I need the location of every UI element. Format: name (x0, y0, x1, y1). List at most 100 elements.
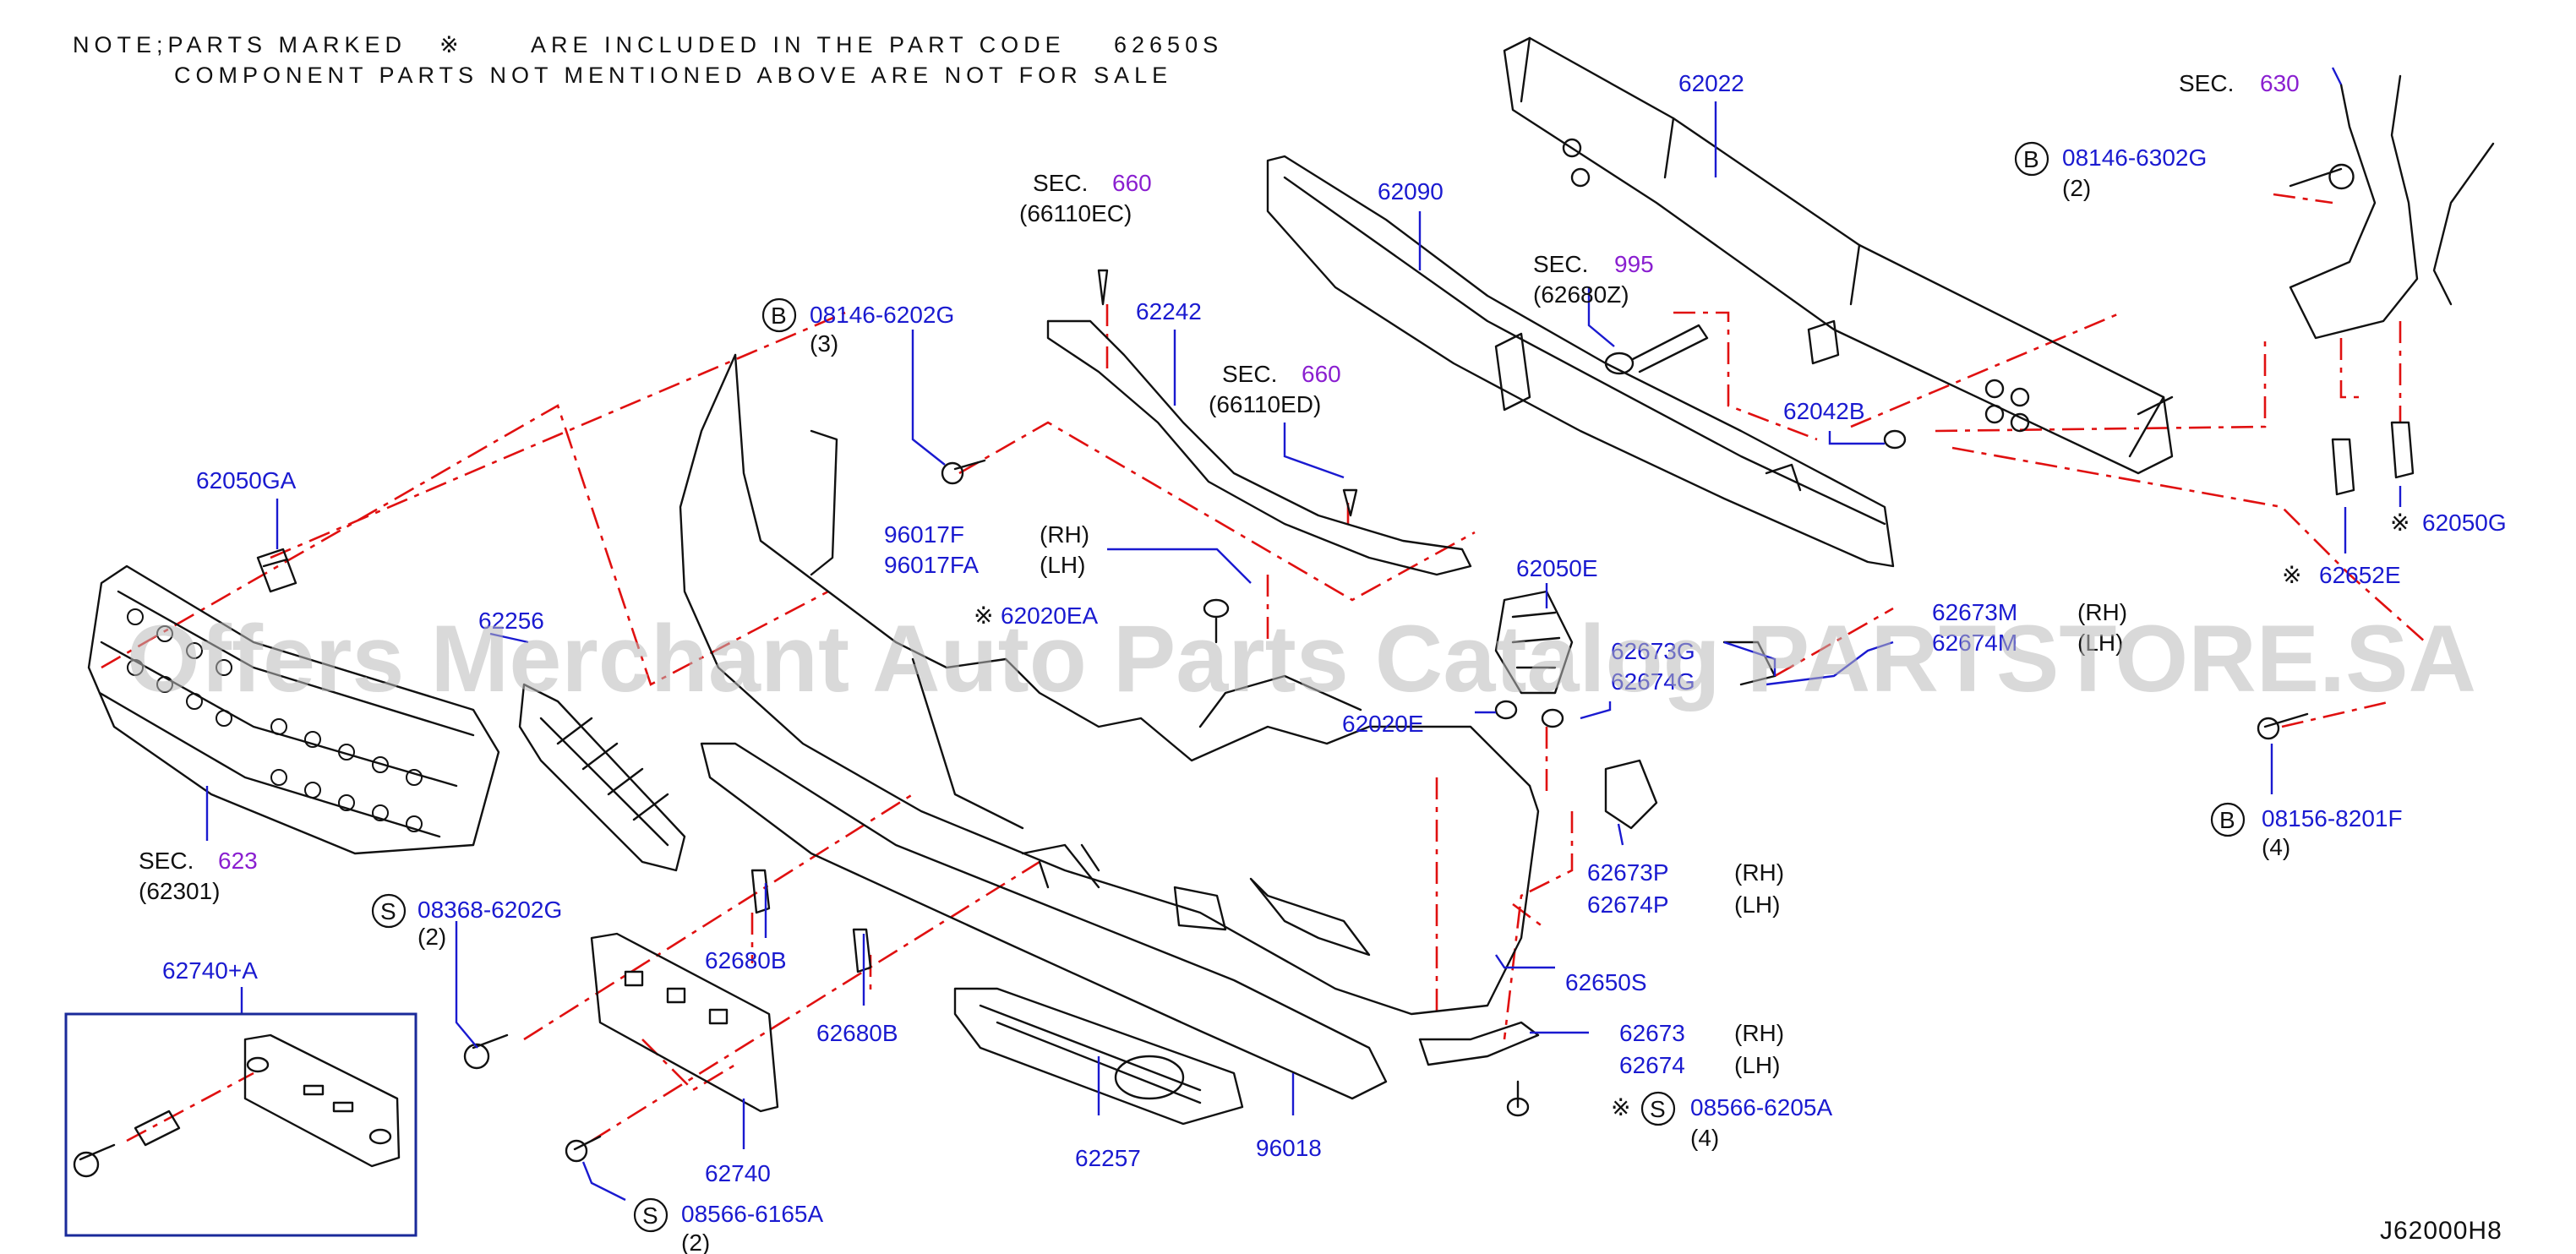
bolt-08156 (2257, 712, 2309, 740)
label-sec-660-b: SEC. (1222, 361, 1277, 387)
label-62050ga: 62050GA (196, 467, 297, 493)
label-08566-6205: 08566-6205A (1690, 1094, 1832, 1120)
label-08146-6202: 08146-6202G (810, 302, 954, 328)
b-letter-2: B (2023, 146, 2039, 172)
label-sec-995: SEC. (1533, 251, 1588, 277)
screw-08566-6205 (1506, 1080, 1530, 1117)
qty-08566-6165: (2) (681, 1229, 710, 1254)
label-62042b: 62042B (1783, 398, 1865, 424)
label-sec-623-num: 623 (218, 848, 258, 874)
clip-62652e (2331, 438, 2355, 496)
screw-08566-6165 (565, 1135, 602, 1163)
qty-08368: (2) (418, 924, 446, 950)
leader-lines (205, 67, 2402, 1202)
label-62673p: 62673P (1587, 859, 1669, 886)
label-62050g: 62050G (2422, 510, 2507, 536)
watermark: Offers Merchant Auto Parts Catalog PARTS… (127, 606, 2476, 712)
clip-62050g (2390, 421, 2415, 479)
mark-62652e: ※ (2282, 562, 2301, 588)
b-circle-3 (2210, 802, 2246, 837)
license-bracket-62740 (590, 932, 779, 1113)
s-letter-1: S (380, 898, 396, 924)
label-62674p-lh: (LH) (1734, 891, 1780, 918)
bracket-62673 (1418, 1021, 1540, 1066)
assembly-lines (101, 193, 2426, 1142)
diagram-ref: J62000H8 (2380, 1217, 2502, 1245)
label-62050e: 62050E (1516, 555, 1598, 581)
label-96017f: 96017F (884, 521, 964, 548)
bolt-08146-6302 (2289, 163, 2355, 190)
qty-08566-6205: (4) (1690, 1125, 1719, 1151)
label-62674m: 62674M (1932, 630, 2017, 656)
label-62673p-rh: (RH) (1734, 859, 1784, 886)
label-62674: 62674 (1619, 1052, 1685, 1078)
label-sec-660-b-num: 660 (1302, 361, 1341, 387)
bracket-62673p (1604, 759, 1658, 830)
fastener-62020e (1494, 700, 1564, 728)
label-sec-630-num: 630 (2260, 70, 2300, 96)
b-circle-2 (2014, 141, 2049, 177)
bracket-62050e (1494, 590, 1574, 695)
label-62673m: 62673M (1932, 599, 2017, 625)
s-letter-3: S (1650, 1096, 1666, 1122)
label-62650s: 62650S (1565, 969, 1647, 995)
label-08566-6165: 08566-6165A (681, 1201, 823, 1227)
absorber-62090 (1266, 155, 1895, 568)
label-96017fa: 96017FA (884, 552, 979, 578)
bumper-fascia-62650s (679, 353, 1540, 1016)
clip-66110ed (1342, 488, 1358, 517)
label-sec-995-num: 995 (1614, 251, 1654, 277)
s-letter-2: S (642, 1202, 658, 1229)
s-circle-3 (1640, 1091, 1676, 1126)
label-62674m-lh: (LH) (2077, 630, 2123, 656)
label-08146-6302: 08146-6302G (2062, 144, 2207, 171)
label-62674p: 62674P (1587, 891, 1669, 918)
screw-08368 (463, 1033, 509, 1070)
note-mark: ※ (439, 32, 464, 57)
label-62674g: 62674G (1611, 668, 1695, 695)
mark-62050g: ※ (2390, 510, 2410, 536)
tow-hook-62680z (1604, 324, 1709, 375)
label-62020ea: 62020EA (1001, 602, 1099, 629)
label-62673m-rh: (RH) (2077, 599, 2127, 625)
label-96017f-rh: (RH) (1040, 521, 1089, 548)
label-sec-630: SEC. (2179, 70, 2234, 96)
label-62652e: 62652E (2319, 562, 2401, 588)
label-96018: 96018 (1256, 1135, 1322, 1161)
label-62673-rh: (RH) (1734, 1020, 1784, 1046)
inset-62740a-parts (73, 1033, 401, 1178)
fastener-62020ea (1203, 598, 1230, 644)
lower-trim-96018 (700, 742, 1388, 1100)
bracket-62242 (1046, 319, 1472, 576)
fender-section-630 (2289, 74, 2495, 340)
b-circle-1 (761, 297, 797, 333)
qty-08146-6202: (3) (810, 330, 838, 357)
label-62674-lh: (LH) (1734, 1052, 1780, 1078)
label-62090: 62090 (1378, 178, 1444, 204)
note-header: NOTE;PARTS MARKED ※ ARE INCLUDED IN THE … (73, 32, 1223, 88)
clip-66110ec (1097, 269, 1109, 306)
grille-holes (127, 608, 423, 832)
reinforcement-62022 (1503, 36, 2174, 475)
label-sec-660-a-num: 660 (1112, 170, 1152, 196)
label-62680b-1: 62680B (705, 947, 787, 973)
clip-62680b-2 (852, 928, 872, 973)
note-line2: COMPONENT PARTS NOT MENTIONED ABOVE ARE … (174, 63, 1172, 88)
note-line1-suffix: ARE INCLUDED IN THE PART CODE (531, 32, 1066, 57)
label-62022: 62022 (1678, 70, 1744, 96)
grille-62301 (87, 564, 500, 855)
screw-08146-6202 (941, 459, 986, 485)
s-circle-2 (633, 1197, 669, 1233)
label-62740: 62740 (705, 1160, 771, 1186)
label-62673g: 62673G (1611, 638, 1695, 664)
label-96017fa-lh: (LH) (1040, 552, 1085, 578)
qty-08146-6302: (2) (2062, 175, 2091, 201)
note-part-code: 62650S (1114, 32, 1223, 57)
label-62740a: 62740+A (162, 957, 258, 984)
clip-62050ga (256, 548, 297, 593)
b-letter-1: B (771, 303, 787, 329)
b-letter-3: B (2219, 807, 2235, 833)
label-62673: 62673 (1619, 1020, 1685, 1046)
mark-08566-6205: ※ (1611, 1094, 1630, 1120)
